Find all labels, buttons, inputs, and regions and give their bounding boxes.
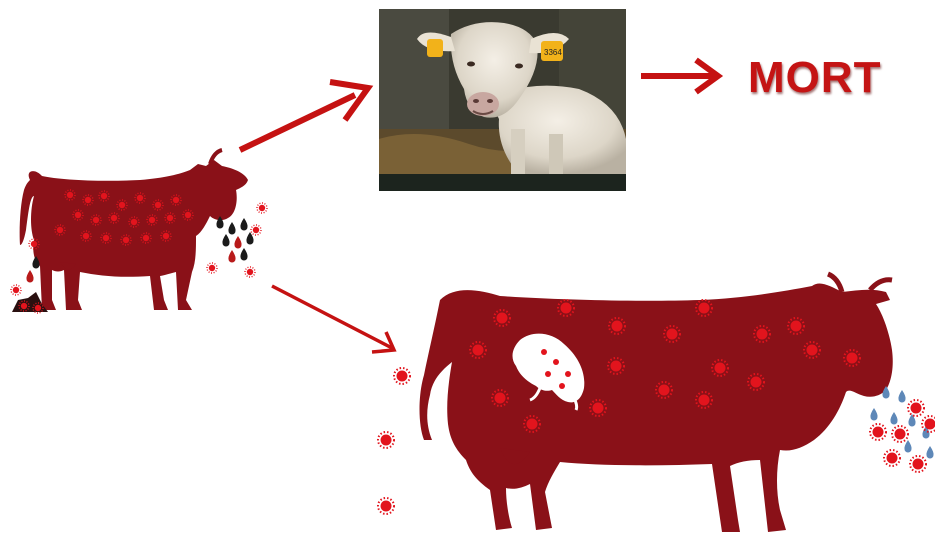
infected-cow-icon <box>20 150 248 310</box>
arrow-to-photo <box>240 82 368 150</box>
arrow-to-pregnant-cow <box>272 286 394 352</box>
pregnant-cow-icon <box>420 274 893 532</box>
nasal-discharge-spray <box>870 386 935 472</box>
expelled-pathogen-spots <box>378 368 410 514</box>
arrow-to-outcome <box>641 60 718 92</box>
